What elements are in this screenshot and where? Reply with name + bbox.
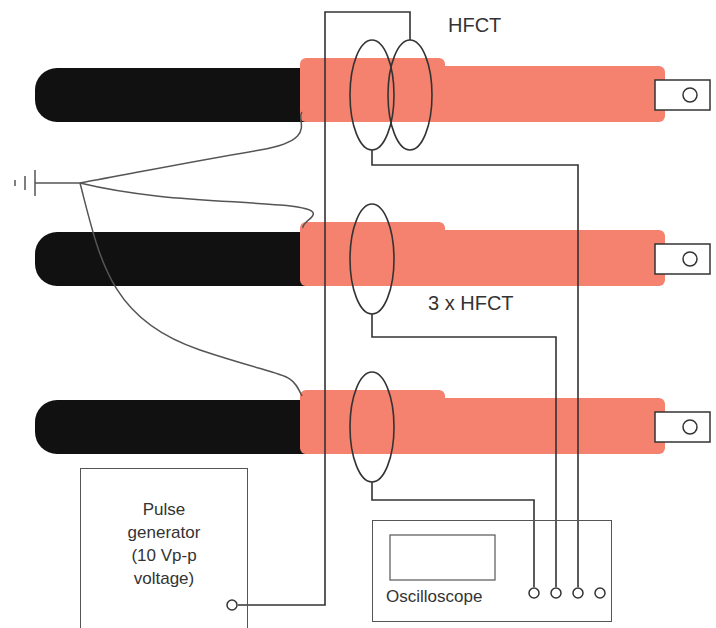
oscilloscope-box: Oscilloscope — [372, 520, 612, 622]
scope-screen — [390, 535, 495, 580]
sensor-label: HFCT — [448, 14, 501, 37]
ground-wires — [15, 112, 313, 396]
output-terminal — [227, 600, 237, 610]
hfct-sensor — [350, 40, 432, 482]
device-label: Pulse generator (10 Vp-p voltage) — [114, 499, 214, 591]
scope-input — [529, 588, 605, 598]
signal-wires — [238, 12, 578, 605]
device-label: Oscilloscope — [386, 586, 482, 609]
sensor-label: 3 x HFCT — [428, 292, 514, 315]
cable — [35, 390, 710, 454]
cable — [35, 222, 710, 286]
cable — [35, 58, 710, 122]
pulse-generator-box: Pulse generator (10 Vp-p voltage) — [80, 468, 248, 628]
